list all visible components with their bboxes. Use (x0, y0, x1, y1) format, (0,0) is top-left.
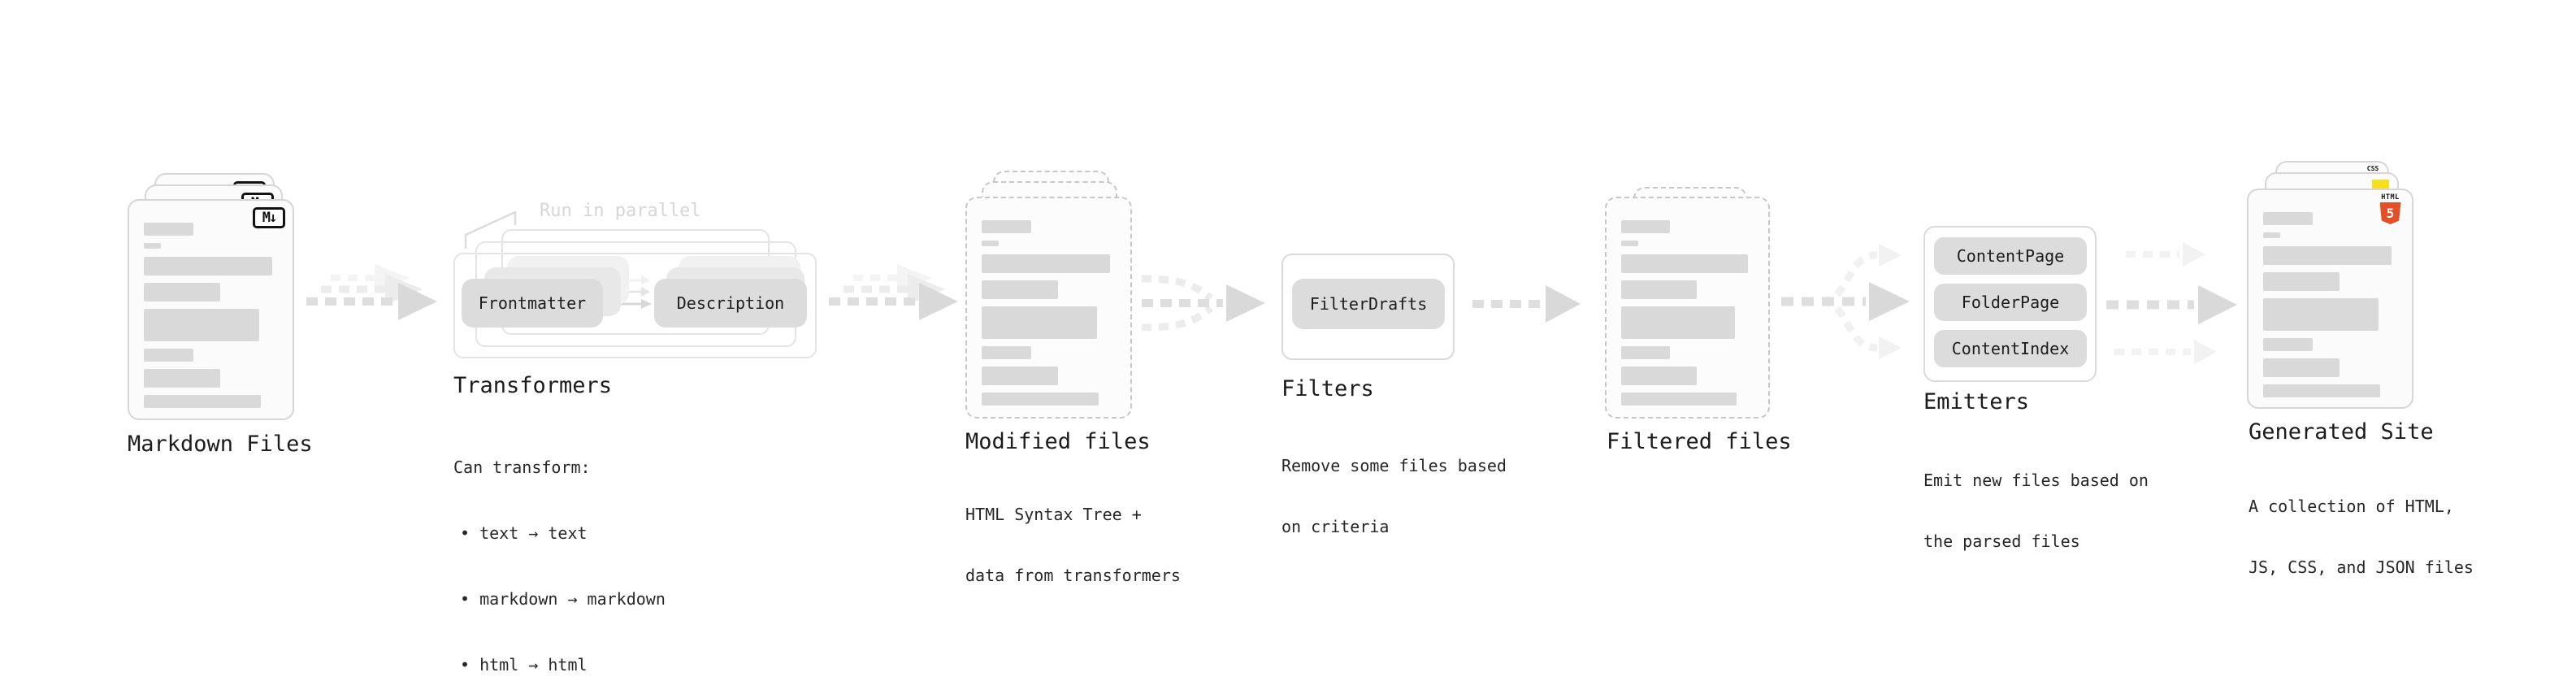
placeholder-bar (2263, 358, 2340, 377)
placeholder-bar (1621, 220, 1671, 233)
site-file-card-html: HTML 5 (2247, 189, 2413, 409)
placeholder-bar (1621, 280, 1697, 299)
placeholder-bar (982, 393, 1099, 406)
folderpage-pill: FolderPage (1934, 284, 2087, 321)
placeholder-bar (2263, 232, 2281, 238)
placeholder-bar (2263, 384, 2380, 397)
placeholder-bar (2263, 272, 2340, 291)
placeholder-bar (982, 241, 1000, 246)
placeholder-bar (2263, 246, 2392, 265)
placeholder-bar (982, 254, 1111, 273)
js-icon (2372, 180, 2389, 191)
html5-icon: HTML 5 (2379, 194, 2401, 224)
transformers-bullet: • text → text (460, 523, 588, 543)
placeholder-bar (1621, 254, 1749, 273)
frontmatter-pill: Frontmatter (462, 279, 603, 327)
emitters-description: Emit new files based on the parsed files (1923, 471, 2149, 551)
contentpage-pill: ContentPage (1934, 237, 2087, 275)
transformers-label: Transformers (453, 373, 613, 398)
contentindex-pill: ContentIndex (1934, 330, 2087, 367)
transformers-bullet: • markdown → markdown (460, 589, 666, 609)
placeholder-bar (144, 223, 194, 236)
placeholder-bar (1621, 367, 1697, 385)
file-content-placeholder (982, 220, 1116, 406)
modified-files-description: HTML Syntax Tree + data from transformer… (965, 505, 1181, 585)
filtered-file-card-front (1605, 197, 1770, 419)
placeholder-bar (1621, 241, 1639, 246)
placeholder-bar (144, 395, 261, 408)
description-pill: Description (654, 279, 807, 327)
placeholder-bar (2263, 298, 2379, 331)
placeholder-bar (1621, 346, 1671, 359)
markdown-file-card-front: M↓ (128, 199, 294, 420)
placeholder-bar (982, 280, 1059, 299)
placeholder-bar (144, 243, 162, 249)
transformers-description: Can transform: • text → text • markdown … (453, 413, 666, 681)
generated-site-description: A collection of HTML, JS, CSS, and JSON … (2249, 497, 2474, 577)
filters-description: Remove some files based on criteria (1281, 456, 1507, 536)
arrow-filtered-to-emitters-fan-out (1781, 244, 1910, 359)
arrow-transformers-to-modified (829, 264, 958, 320)
transformers-bullet: • html → html (460, 655, 588, 674)
placeholder-bar (1621, 393, 1737, 406)
placeholder-bar (982, 306, 1097, 339)
run-in-parallel-note: Run in parallel (540, 201, 701, 221)
placeholder-bar (982, 220, 1032, 233)
modified-files-label: Modified files (965, 429, 1151, 454)
placeholder-bar (144, 283, 221, 301)
placeholder-bar (982, 346, 1032, 359)
arrow-modified-to-filters-fan-in (1141, 275, 1265, 332)
file-content-placeholder (2263, 212, 2397, 397)
emitters-label: Emitters (1923, 389, 2030, 414)
arrow-markdown-to-transformers (306, 264, 437, 320)
filters-label: Filters (1281, 376, 1374, 401)
placeholder-bar (144, 369, 221, 388)
placeholder-bar (2263, 338, 2314, 351)
placeholder-bar (144, 309, 259, 341)
markdown-files-label: Markdown Files (128, 432, 313, 457)
arrow-emitters-to-site (2106, 242, 2237, 364)
filtered-files-label: Filtered files (1607, 429, 1792, 454)
arrow-filters-to-filtered (1472, 285, 1581, 323)
modified-file-card-front (965, 197, 1132, 419)
transformers-desc-title: Can transform: (453, 458, 591, 477)
generated-site-label: Generated Site (2249, 419, 2434, 445)
file-content-placeholder (144, 223, 278, 408)
placeholder-bar (144, 257, 273, 275)
filterdrafts-pill: FilterDrafts (1292, 279, 1445, 329)
markdown-icon: M↓ (253, 207, 285, 228)
placeholder-bar (144, 349, 194, 362)
placeholder-bar (1621, 306, 1736, 339)
transformer-box-front (453, 253, 817, 358)
placeholder-bar (982, 367, 1059, 385)
placeholder-bar (2263, 212, 2314, 225)
file-content-placeholder (1621, 220, 1754, 406)
